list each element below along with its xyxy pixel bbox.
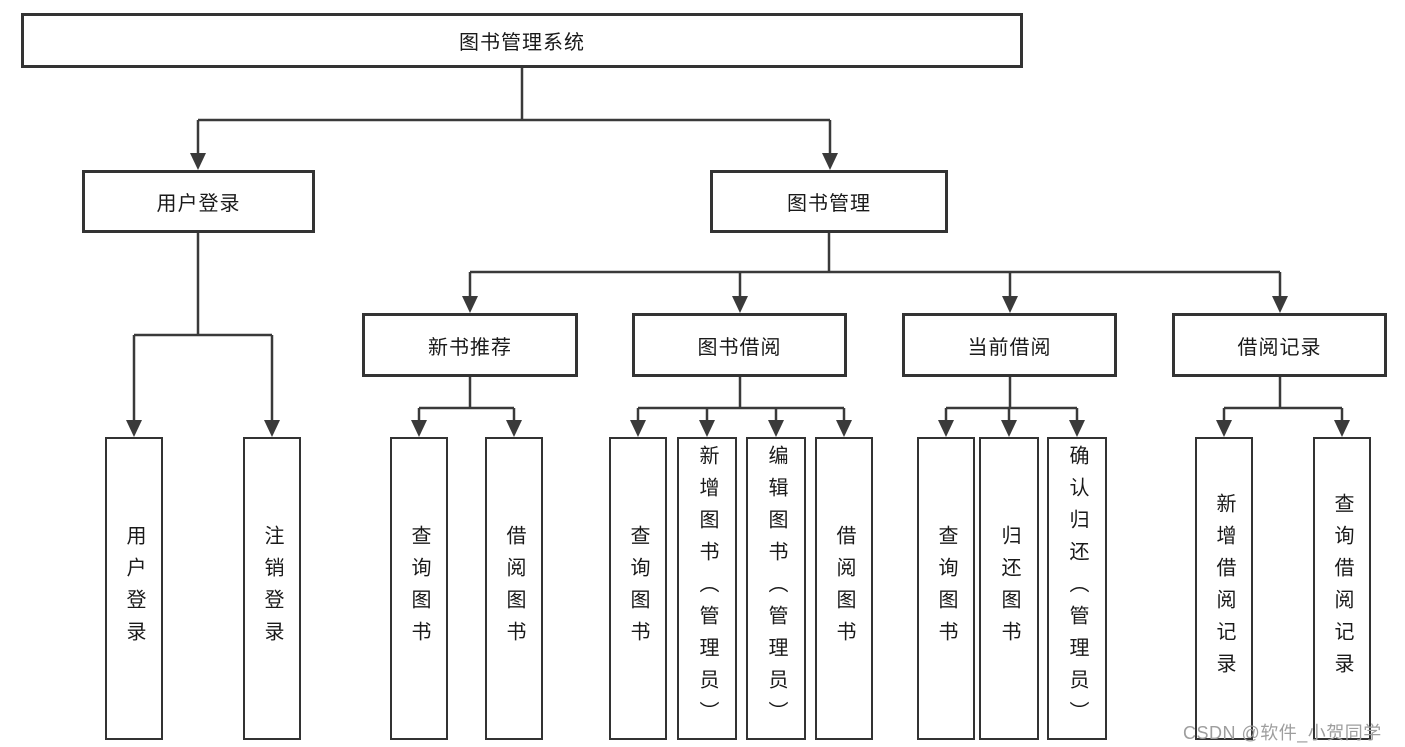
- arrowhead: [1334, 420, 1350, 437]
- node-current-borrowing: 当前借阅: [902, 313, 1117, 377]
- leaf-return-books: 归还图书: [979, 437, 1039, 740]
- arrowhead: [506, 420, 522, 437]
- leaf-query-books-borrowing: 查询图书: [609, 437, 667, 740]
- leaf-query-books-recommend: 查询图书: [390, 437, 448, 740]
- arrowhead: [699, 420, 715, 437]
- leaf-label: 查询图书: [408, 524, 430, 653]
- csdn-watermark: CSDN @软件_小贺同学: [1183, 723, 1382, 743]
- leaf-label: 归还图书: [998, 524, 1020, 653]
- node-user-login: 用户登录: [82, 170, 315, 233]
- leaf-borrow-books-recommend: 借阅图书: [485, 437, 543, 740]
- leaf-confirm-return-admin: 确认归还（管理员）: [1047, 437, 1107, 740]
- leaf-add-borrow-record: 新增借阅记录: [1195, 437, 1253, 740]
- leaf-user-login: 用户登录: [105, 437, 163, 740]
- leaf-query-borrow-record: 查询借阅记录: [1313, 437, 1371, 740]
- leaf-label: 注销登录: [261, 524, 283, 653]
- leaf-label: 查询图书: [627, 524, 649, 653]
- arrowhead: [630, 420, 646, 437]
- arrowhead: [126, 420, 142, 437]
- edge-current: [944, 377, 1079, 421]
- leaf-logout: 注销登录: [243, 437, 301, 740]
- node-root-system: 图书管理系统: [21, 13, 1023, 68]
- node-new-book-recommend: 新书推荐: [362, 313, 578, 377]
- arrowhead: [411, 420, 427, 437]
- arrowhead: [938, 420, 954, 437]
- leaf-add-books-admin: 新增图书（管理员）: [677, 437, 737, 740]
- leaf-label: 查询借阅记录: [1331, 492, 1353, 685]
- leaf-label: 编辑图书（管理员）: [765, 444, 787, 733]
- arrowhead: [1272, 296, 1288, 313]
- leaf-label: 借阅图书: [503, 524, 525, 653]
- node-book-borrowing: 图书借阅: [632, 313, 847, 377]
- arrowhead: [732, 296, 748, 313]
- arrowhead: [1069, 420, 1085, 437]
- leaf-label: 确认归还（管理员）: [1066, 444, 1088, 733]
- arrowhead: [768, 420, 784, 437]
- leaf-label: 新增借阅记录: [1213, 492, 1235, 685]
- leaf-borrow-books-borrowing: 借阅图书: [815, 437, 873, 740]
- node-book-management: 图书管理: [710, 170, 948, 233]
- leaf-label: 借阅图书: [833, 524, 855, 653]
- edge-root: [196, 68, 832, 154]
- leaf-label: 查询图书: [935, 524, 957, 653]
- edge-newbook: [417, 377, 516, 421]
- arrowhead: [822, 153, 838, 170]
- edge-records: [1222, 377, 1344, 421]
- edge-login: [132, 233, 274, 421]
- arrowhead: [1002, 296, 1018, 313]
- leaf-label: 新增图书（管理员）: [696, 444, 718, 733]
- arrowhead: [1216, 420, 1232, 437]
- arrowhead: [190, 153, 206, 170]
- edge-mgmt: [468, 233, 1282, 297]
- leaf-label: 用户登录: [123, 524, 145, 653]
- leaf-edit-books-admin: 编辑图书（管理员）: [746, 437, 806, 740]
- arrowhead: [462, 296, 478, 313]
- arrowhead: [264, 420, 280, 437]
- arrowhead: [836, 420, 852, 437]
- node-borrowing-records: 借阅记录: [1172, 313, 1387, 377]
- edge-borrow: [636, 377, 846, 421]
- leaf-query-books-current: 查询图书: [917, 437, 975, 740]
- arrowhead: [1001, 420, 1017, 437]
